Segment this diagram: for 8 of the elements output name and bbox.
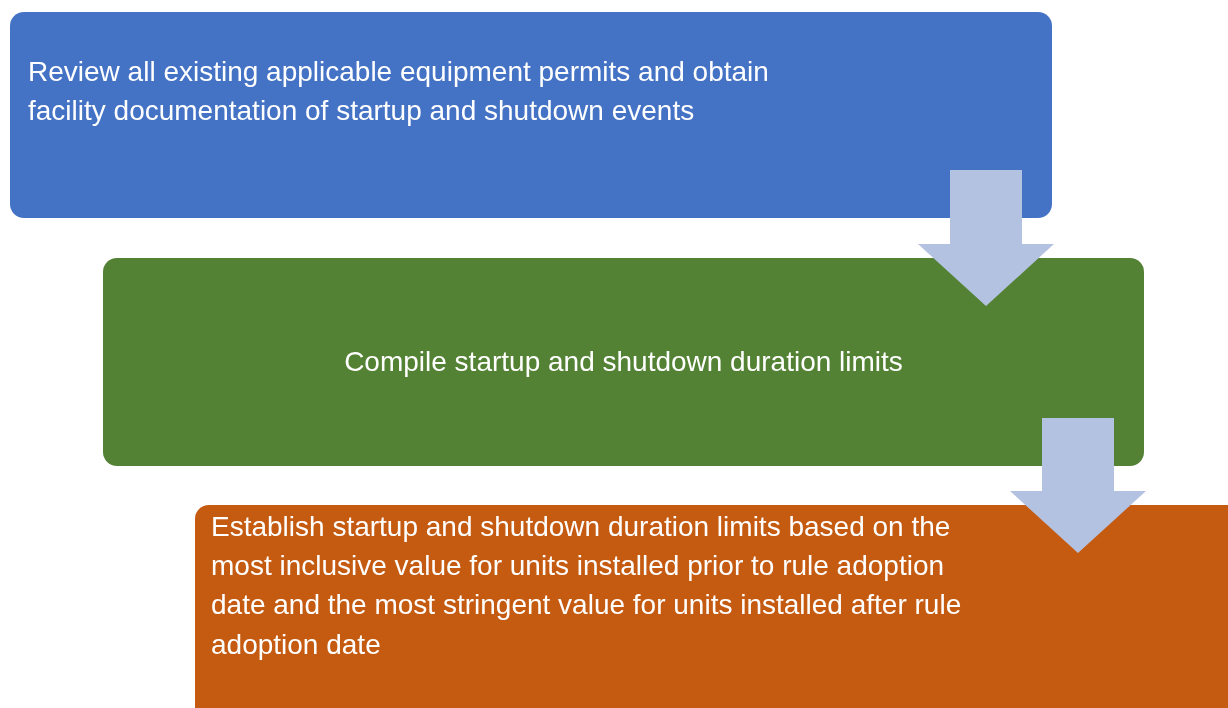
step-text: Review all existing applicable equipment permits and obtain facility documentation of startup and shutdown events bbox=[28, 55, 770, 129]
down-arrow bbox=[1010, 418, 1146, 553]
down-arrow bbox=[918, 170, 1054, 306]
process-box bbox=[103, 258, 1144, 466]
step-text: Establish startup and shutdown duration limits based on the most inclusive value for units installed prior to rule adoption date and the most stringent value for units installed after rule adoption date bbox=[211, 510, 963, 662]
process-box bbox=[195, 505, 1228, 708]
process-box bbox=[10, 12, 1052, 218]
step-text: Compile startup and shutdown duration limits bbox=[344, 345, 903, 380]
